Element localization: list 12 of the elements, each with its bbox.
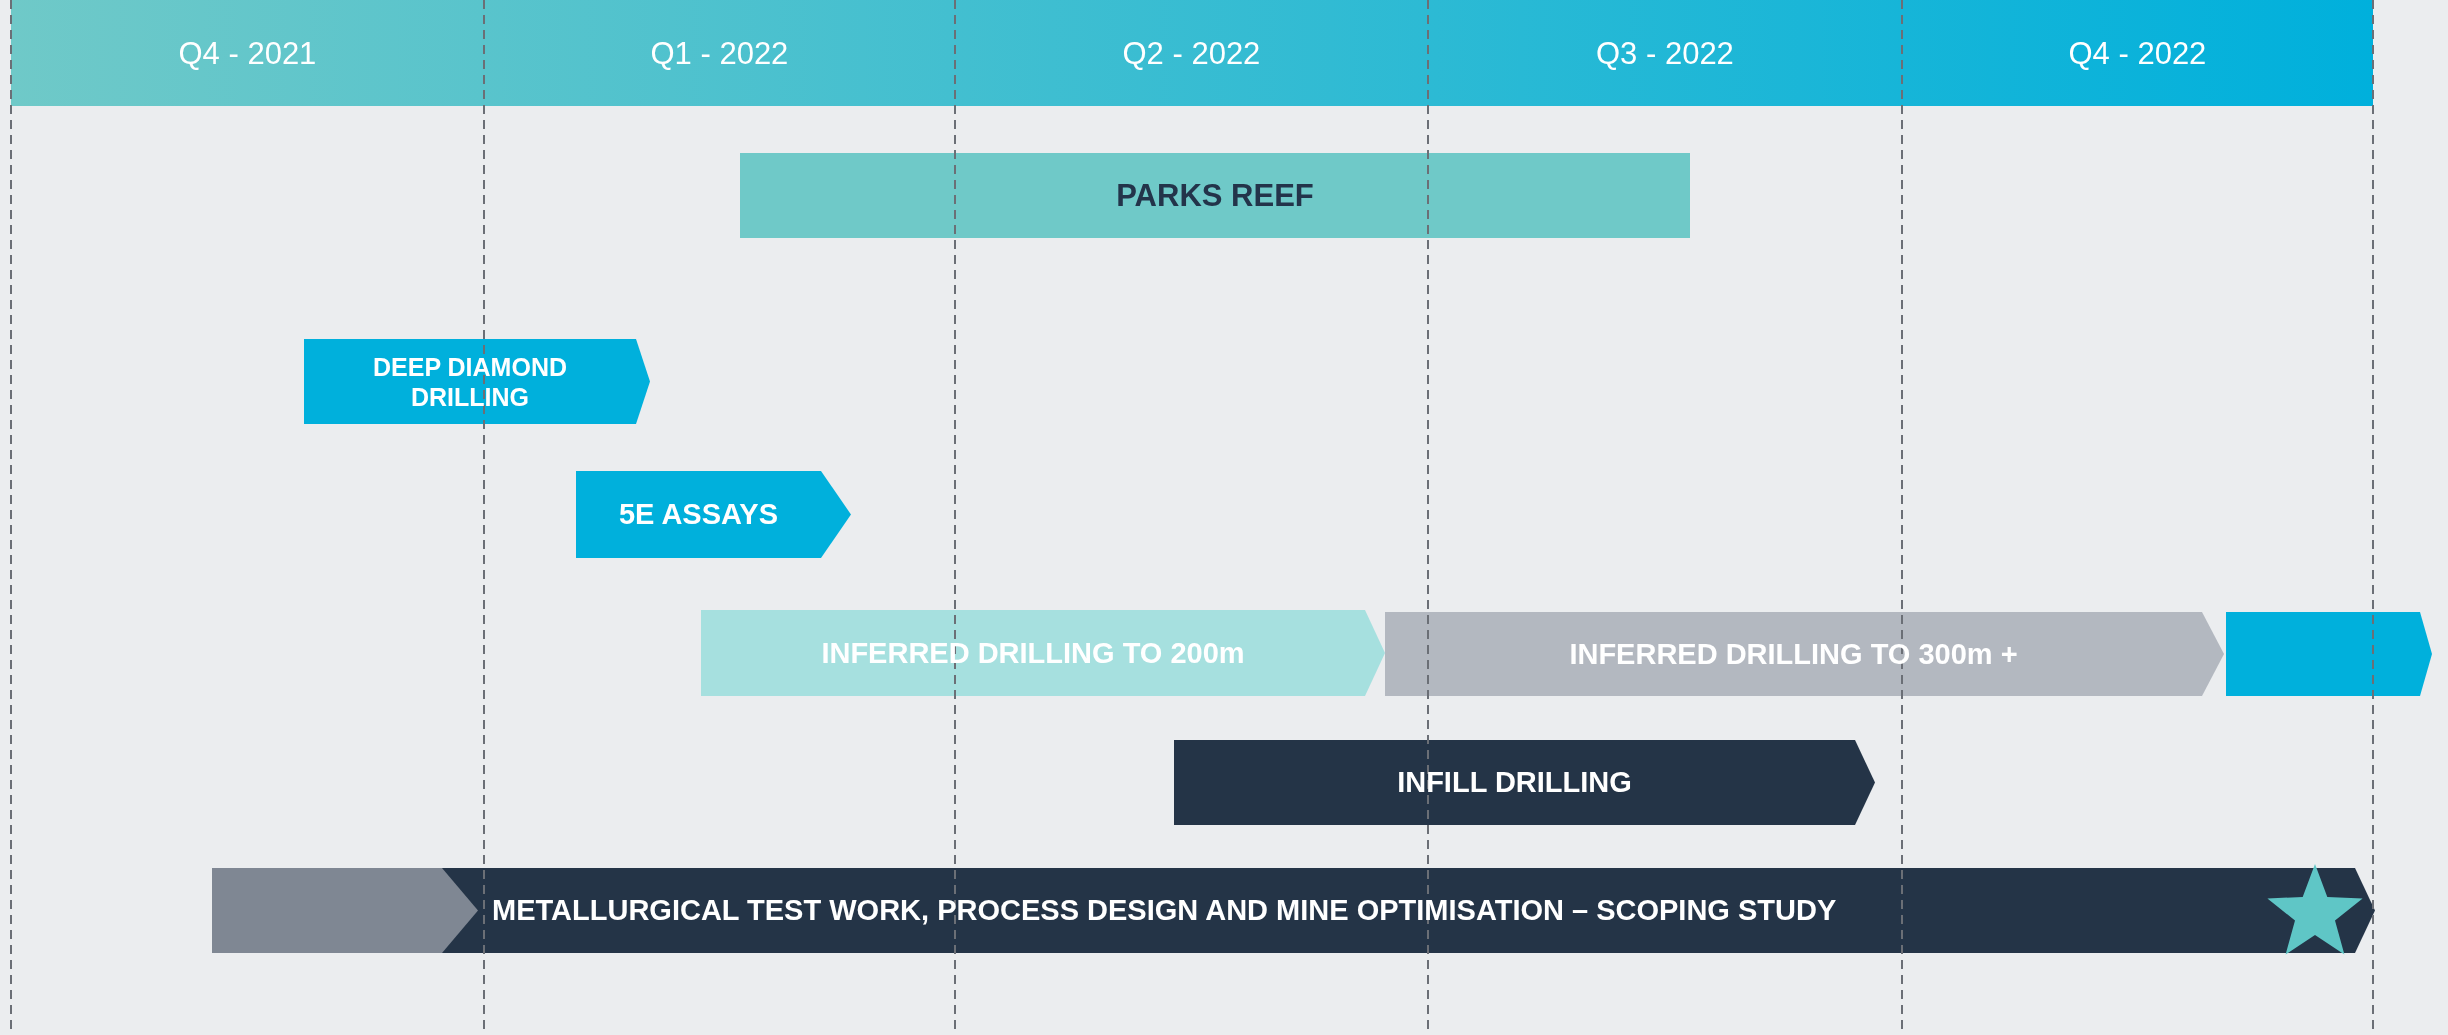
task-label: INFERRED DRILLING TO 300m +: [1568, 636, 2019, 672]
task-label: METALLURGICAL TEST WORK, PROCESS DESIGN AND MINE OPTIMISATION – SCOPING STUDY: [492, 893, 1838, 928]
quarter-label: Q4 - 2021: [178, 36, 317, 72]
quarter-label: Q2 - 2022: [1122, 36, 1261, 72]
task-label: INFERRED DRILLING TO 200m: [820, 635, 1246, 671]
task-label: PARKS REEF: [1115, 177, 1315, 215]
task-label: DEEP DIAMOND DRILLING: [372, 351, 568, 412]
quarter-label: Q4 - 2022: [2068, 36, 2207, 72]
task-label: INFILL DRILLING: [1396, 765, 1633, 800]
quarter-label: Q1 - 2022: [650, 36, 789, 72]
task-label: 5E ASSAYS: [617, 497, 779, 532]
quarter-label: Q3 - 2022: [1596, 36, 1734, 72]
